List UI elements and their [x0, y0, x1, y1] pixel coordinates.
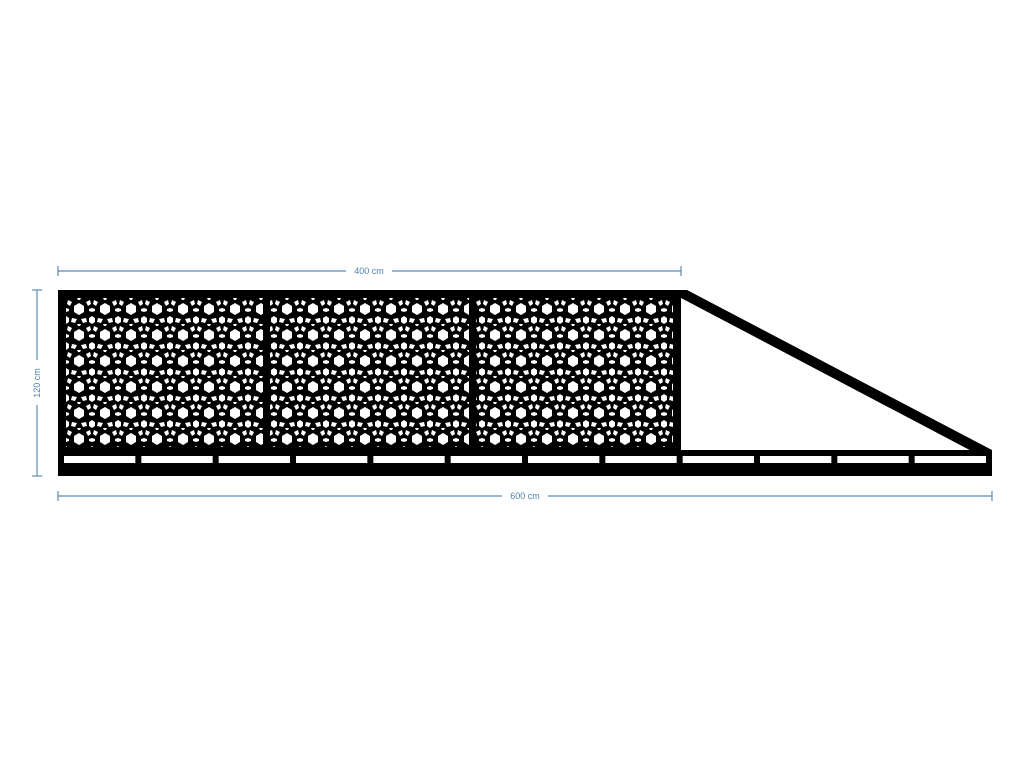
- dimension-bottom-label: 600 cm: [510, 491, 540, 501]
- tail-rail: [681, 450, 992, 456]
- rail-post: [290, 455, 296, 464]
- dimension-left: [32, 289, 42, 477]
- rail-post: [367, 455, 374, 464]
- dimension-bottom: [57, 491, 993, 501]
- rail-post: [986, 455, 992, 464]
- rail-post: [444, 455, 451, 464]
- panel-divider: [469, 296, 476, 448]
- gate-frame: [58, 290, 992, 476]
- dimension-top-label: 400 cm: [354, 266, 384, 276]
- rail-post: [908, 455, 915, 464]
- panel-divider: [263, 296, 270, 448]
- diagonal-brace: [681, 290, 992, 456]
- rail-post: [212, 455, 219, 464]
- rail-posts: [58, 455, 992, 464]
- rail-post: [58, 455, 64, 464]
- dimension-left-label: 120 cm: [32, 368, 42, 398]
- rail-post: [754, 455, 760, 464]
- rail-post: [831, 455, 838, 464]
- rail-post: [135, 455, 142, 464]
- ornamental-infill: [66, 298, 673, 447]
- dimension-top: [57, 266, 682, 276]
- rail-post: [522, 455, 528, 464]
- rail-post: [676, 455, 683, 464]
- bottom-rail: [58, 463, 992, 476]
- rail-post: [599, 455, 606, 464]
